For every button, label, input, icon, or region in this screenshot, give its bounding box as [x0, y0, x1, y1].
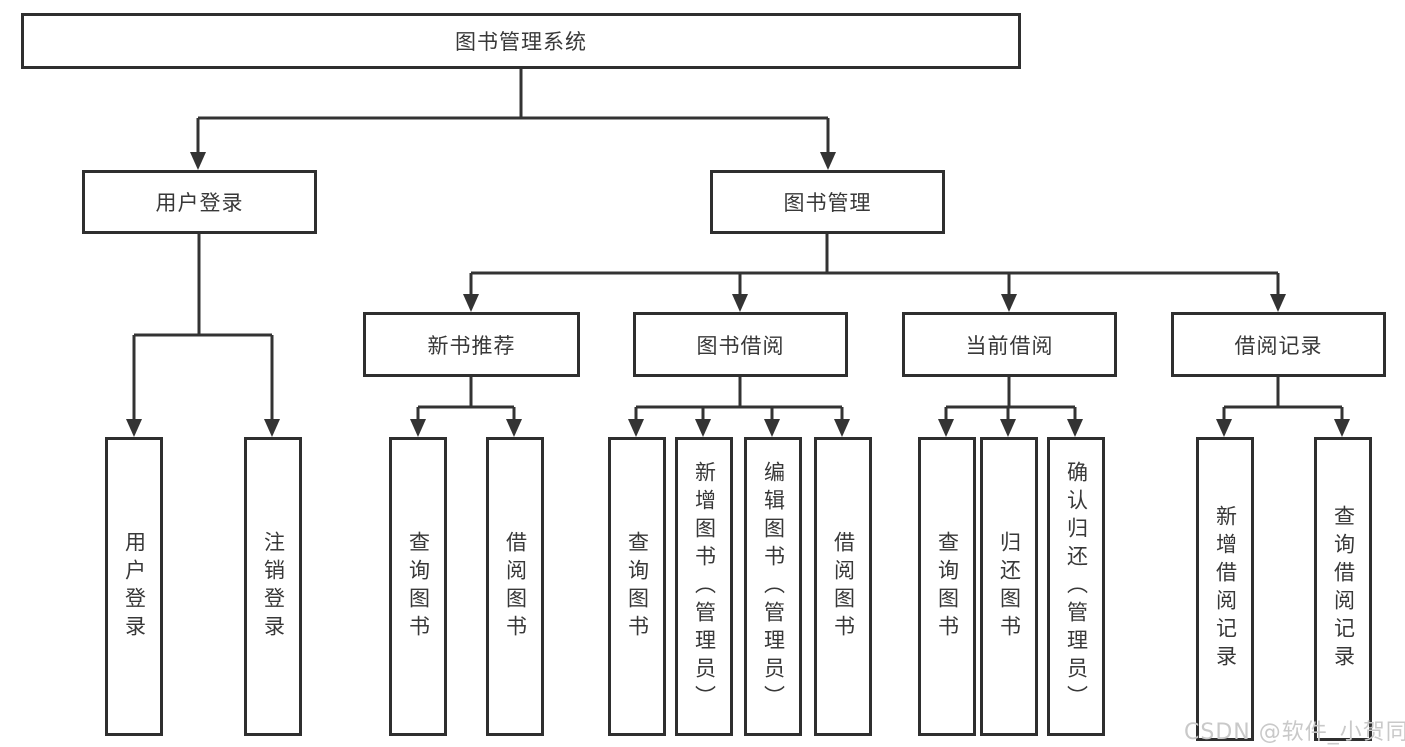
node-new-book-recommend-label: 新书推荐 — [427, 333, 516, 358]
leaf-logout-label: 注销登录 — [261, 530, 286, 643]
leaf-query-book-3: 查询图书 — [918, 437, 976, 736]
leaf-query-borrow-record: 查询借阅记录 — [1314, 437, 1372, 741]
node-book-borrow: 图书借阅 — [633, 312, 848, 377]
arrowhead — [938, 419, 954, 437]
node-user-login-label: 用户登录 — [155, 191, 244, 215]
leaf-return-book: 归还图书 — [980, 437, 1038, 736]
arrowhead — [126, 419, 142, 437]
node-root: 图书管理系统 — [21, 13, 1021, 69]
leaf-query-book-2-label: 查询图书 — [625, 530, 650, 643]
leaf-user-login-label: 用户登录 — [122, 530, 147, 643]
leaf-query-borrow-record-label: 查询借阅记录 — [1331, 505, 1356, 673]
arrowhead — [410, 419, 426, 437]
leaf-add-book-admin-label: 新增图书（管理员） — [692, 460, 717, 713]
node-borrow-record: 借阅记录 — [1171, 312, 1386, 377]
leaf-add-borrow-record-label: 新增借阅记录 — [1213, 505, 1238, 673]
node-user-login: 用户登录 — [82, 170, 317, 234]
arrowhead — [1001, 294, 1017, 312]
arrowhead — [628, 419, 644, 437]
node-book-borrow-label: 图书借阅 — [696, 333, 785, 358]
arrowhead — [1270, 294, 1286, 312]
leaf-add-borrow-record: 新增借阅记录 — [1196, 437, 1254, 741]
arrowhead — [506, 419, 522, 437]
arrowhead — [732, 294, 748, 312]
leaf-borrow-book-2-label: 借阅图书 — [831, 530, 856, 643]
leaf-query-book-2: 查询图书 — [608, 437, 666, 736]
arrowhead — [264, 419, 280, 437]
leaf-borrow-book-1-label: 借阅图书 — [503, 530, 528, 643]
connector-book-borrow-split — [634, 375, 844, 421]
node-current-borrow: 当前借阅 — [902, 312, 1117, 377]
leaf-query-book-1-label: 查询图书 — [406, 530, 431, 643]
connector-paths — [132, 68, 1344, 421]
leaf-borrow-book-1: 借阅图书 — [486, 437, 544, 736]
connector-root-split — [196, 68, 830, 153]
connector-new-book-split — [416, 375, 516, 421]
arrowheads — [126, 152, 1350, 437]
leaf-return-book-label: 归还图书 — [997, 530, 1022, 643]
node-root-label: 图书管理系统 — [455, 30, 587, 54]
arrowhead — [1000, 419, 1016, 437]
leaf-query-book-1: 查询图书 — [389, 437, 447, 736]
arrowhead — [820, 152, 836, 170]
node-book-management-label: 图书管理 — [783, 191, 872, 215]
leaf-add-book-admin: 新增图书（管理员） — [675, 437, 733, 736]
leaf-logout: 注销登录 — [244, 437, 302, 736]
arrowhead — [1334, 419, 1350, 437]
arrowhead — [764, 419, 780, 437]
arrowhead — [695, 419, 711, 437]
node-borrow-record-label: 借阅记录 — [1234, 333, 1323, 358]
leaf-edit-book-admin: 编辑图书（管理员） — [744, 437, 802, 736]
arrowhead — [834, 419, 850, 437]
leaf-edit-book-admin-label: 编辑图书（管理员） — [761, 460, 786, 713]
connector-user-login-split — [132, 233, 274, 420]
connector-book-management-split — [469, 233, 1280, 295]
watermark: CSDN @软件_小贺同学 — [1184, 720, 1405, 745]
arrowhead — [1216, 419, 1232, 437]
leaf-query-book-3-label: 查询图书 — [935, 530, 960, 643]
node-new-book-recommend: 新书推荐 — [363, 312, 580, 377]
leaf-user-login: 用户登录 — [105, 437, 163, 736]
arrowhead — [190, 152, 206, 170]
connector-current-borrow-split — [944, 375, 1077, 421]
arrowhead — [463, 294, 479, 312]
node-book-management: 图书管理 — [710, 170, 945, 234]
leaf-borrow-book-2: 借阅图书 — [814, 437, 872, 736]
leaf-confirm-return-admin-label: 确认归还（管理员） — [1064, 460, 1089, 713]
arrowhead — [1067, 419, 1083, 437]
node-current-borrow-label: 当前借阅 — [965, 333, 1054, 358]
leaf-confirm-return-admin: 确认归还（管理员） — [1047, 437, 1105, 736]
connector-borrow-record-split — [1222, 375, 1344, 421]
